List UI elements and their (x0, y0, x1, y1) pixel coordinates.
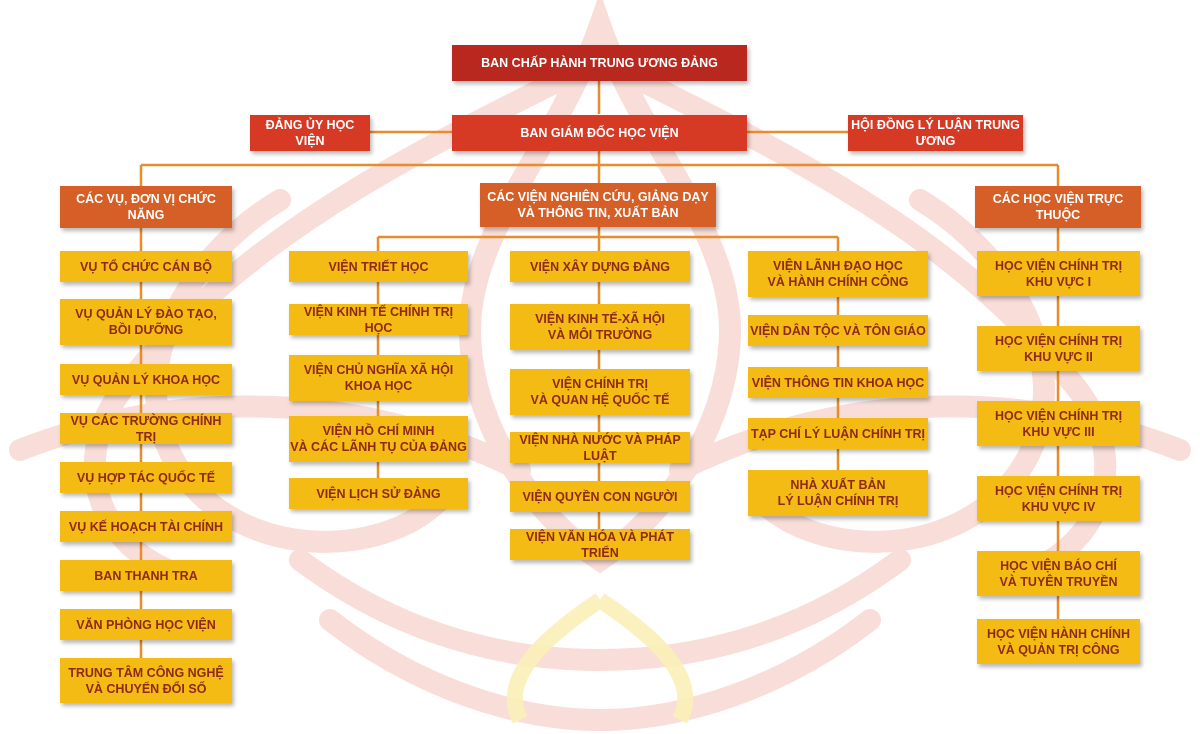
affiliated-academy-item: HỌC VIỆN BÁO CHÍ VÀ TUYÊN TRUYỀN (977, 551, 1140, 596)
functional-unit-item: VỤ CÁC TRƯỜNG CHÍNH TRỊ (60, 413, 232, 444)
affiliated-academy-item: HỌC VIỆN CHÍNH TRỊ KHU VỰC IV (977, 476, 1140, 521)
affiliated-academy-item: HỌC VIỆN CHÍNH TRỊ KHU VỰC II (977, 326, 1140, 371)
research-institutes-header: CÁC VIỆN NGHIÊN CỨU, GIẢNG DẠY VÀ THÔNG … (480, 183, 716, 227)
research-institute-item: TẠP CHÍ LÝ LUẬN CHÍNH TRỊ (748, 418, 928, 449)
affiliated-academy-item: HỌC VIỆN CHÍNH TRỊ KHU VỰC III (977, 401, 1140, 446)
party-committee-box: ĐẢNG ỦY HỌC VIỆN (250, 115, 370, 151)
functional-unit-item: VỤ QUẢN LÝ KHOA HỌC (60, 364, 232, 395)
research-institute-item: NHÀ XUẤT BẢN LÝ LUẬN CHÍNH TRỊ (748, 470, 928, 516)
research-institute-item: VIỆN KINH TẾ CHÍNH TRỊ HỌC (289, 304, 468, 335)
research-institute-item: VIỆN QUYỀN CON NGƯỜI (510, 481, 690, 512)
functional-unit-item: VỤ KẾ HOẠCH TÀI CHÍNH (60, 511, 232, 542)
functional-unit-item: VỤ HỢP TÁC QUỐC TẾ (60, 462, 232, 493)
research-institute-item: VIỆN LỊCH SỬ ĐẢNG (289, 478, 468, 509)
directorate-box: BAN GIÁM ĐỐC HỌC VIỆN (452, 115, 747, 151)
research-institute-item: VIỆN KINH TẾ-XÃ HỘI VÀ MÔI TRƯỜNG (510, 304, 690, 350)
affiliated-academy-item: HỌC VIỆN CHÍNH TRỊ KHU VỰC I (977, 251, 1140, 296)
research-institute-item: VIỆN CHÍNH TRỊ VÀ QUAN HỆ QUỐC TẾ (510, 369, 690, 415)
theory-council-box: HỘI ĐỒNG LÝ LUẬN TRUNG ƯƠNG (848, 115, 1023, 151)
functional-unit-item: VỤ QUẢN LÝ ĐÀO TẠO, BỒI DƯỠNG (60, 299, 232, 345)
functional-unit-item: BAN THANH TRA (60, 560, 232, 591)
research-institute-item: VIỆN CHỦ NGHĨA XÃ HỘI KHOA HỌC (289, 355, 468, 401)
affiliated-academy-item: HỌC VIỆN HÀNH CHÍNH VÀ QUẢN TRỊ CÔNG (977, 619, 1140, 664)
research-institute-item: VIỆN NHÀ NƯỚC VÀ PHÁP LUẬT (510, 432, 690, 463)
functional-unit-item: VỤ TỔ CHỨC CÁN BỘ (60, 251, 232, 282)
functional-unit-item: VĂN PHÒNG HỌC VIỆN (60, 609, 232, 640)
research-institute-item: VIỆN TRIẾT HỌC (289, 251, 468, 282)
functional-unit-item: TRUNG TÂM CÔNG NGHỆ VÀ CHUYỂN ĐỔI SỐ (60, 658, 232, 703)
research-institute-item: VIỆN THÔNG TIN KHOA HỌC (748, 367, 928, 398)
central-committee-box: BAN CHẤP HÀNH TRUNG ƯƠNG ĐẢNG (452, 45, 747, 81)
affiliated-academies-header: CÁC HỌC VIỆN TRỰC THUỘC (975, 186, 1141, 228)
research-institute-item: VIỆN XÂY DỰNG ĐẢNG (510, 251, 690, 282)
research-institute-item: VIỆN HỒ CHÍ MINH VÀ CÁC LÃNH TỤ CỦA ĐẢNG (289, 416, 468, 462)
research-institute-item: VIỆN DÂN TỘC VÀ TÔN GIÁO (748, 315, 928, 346)
functional-units-header: CÁC VỤ, ĐƠN VỊ CHỨC NĂNG (60, 186, 232, 228)
research-institute-item: VIỆN VĂN HÓA VÀ PHÁT TRIỂN (510, 529, 690, 560)
research-institute-item: VIỆN LÃNH ĐẠO HỌC VÀ HÀNH CHÍNH CÔNG (748, 251, 928, 297)
